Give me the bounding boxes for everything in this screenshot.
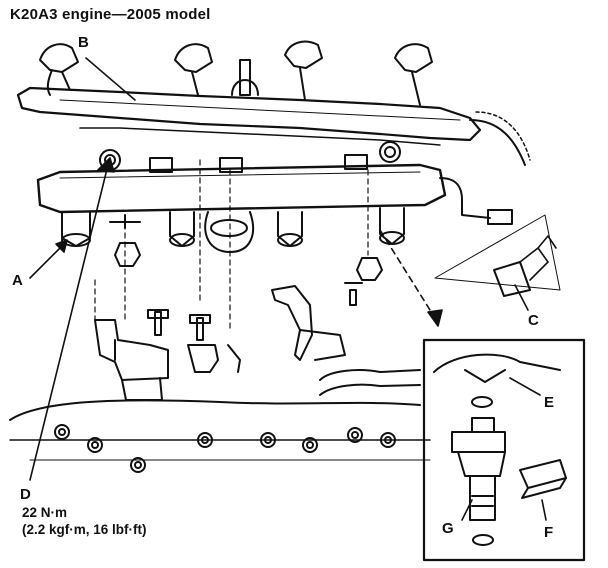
harness-bracket bbox=[16, 86, 531, 166]
nuts-studs bbox=[109, 214, 383, 341]
diagram-title: K20A3 engine—2005 model bbox=[10, 6, 211, 23]
left-brackets bbox=[94, 319, 241, 401]
top-connectors bbox=[39, 40, 433, 106]
connector-c-group bbox=[434, 214, 561, 297]
detail-inset bbox=[422, 338, 586, 562]
torque-spec-metric: 22 N·m bbox=[22, 505, 68, 520]
right-bracket bbox=[271, 285, 346, 361]
intake-manifold bbox=[9, 369, 431, 473]
callout-b: B bbox=[78, 34, 89, 51]
callout-a: A bbox=[12, 272, 23, 289]
fuel-rail bbox=[36, 141, 513, 225]
callout-e: E bbox=[544, 394, 555, 411]
callout-d: D bbox=[20, 486, 31, 503]
torque-spec-imperial: (2.2 kgf·m, 16 lbf·ft) bbox=[22, 522, 147, 537]
injectors bbox=[61, 207, 405, 253]
leader-lines bbox=[29, 57, 529, 481]
callout-g: G bbox=[442, 520, 454, 537]
callout-f: F bbox=[544, 524, 554, 541]
callout-c: C bbox=[528, 312, 539, 329]
center-lines bbox=[94, 159, 369, 331]
